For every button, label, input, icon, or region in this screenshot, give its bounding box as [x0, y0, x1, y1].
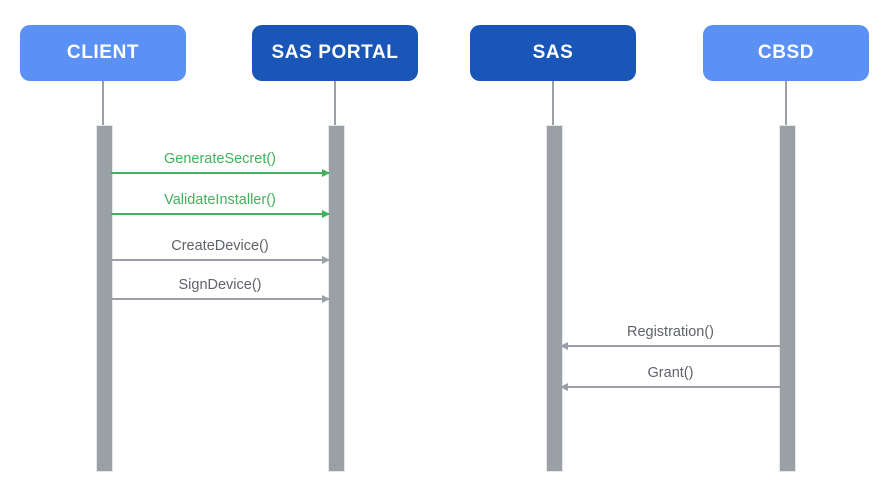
message-line-validate-installer [111, 213, 329, 215]
participant-label-cbsd: CBSD [757, 42, 815, 63]
message-label-create-device: CreateDevice() [171, 238, 269, 254]
message-line-grant [561, 386, 780, 388]
activation-bar-sas-portal [328, 125, 345, 472]
message-validate-installer[interactable]: ValidateInstaller() [111, 192, 330, 218]
message-grant[interactable]: Grant() [560, 365, 780, 391]
participant-label-sas-portal: SAS PORTAL [271, 42, 399, 63]
activation-bar-cbsd [779, 125, 796, 472]
arrow-head-right-icon [322, 209, 330, 218]
message-line-registration [561, 345, 780, 347]
lifeline-client [102, 81, 104, 125]
lifeline-sas [552, 81, 554, 125]
message-label-validate-installer: ValidateInstaller() [164, 192, 276, 208]
participant-label-client: CLIENT [66, 42, 140, 63]
message-registration[interactable]: Registration() [560, 324, 780, 350]
arrow-head-left-icon [560, 382, 568, 391]
message-line-create-device [111, 259, 329, 261]
message-line-generate-secret [111, 172, 329, 174]
message-label-generate-secret: GenerateSecret() [163, 151, 277, 167]
participant-box-client[interactable]: CLIENT [20, 25, 186, 81]
arrow-head-right-icon [322, 168, 330, 177]
message-label-grant: Grant() [647, 365, 694, 381]
message-sign-device[interactable]: SignDevice() [111, 277, 330, 303]
participant-box-cbsd[interactable]: CBSD [703, 25, 869, 81]
message-create-device[interactable]: CreateDevice() [111, 238, 330, 264]
lifeline-cbsd [785, 81, 787, 125]
participant-label-sas: SAS [532, 42, 574, 63]
message-line-sign-device [111, 298, 329, 300]
participant-box-sas[interactable]: SAS [470, 25, 636, 81]
lifeline-sas-portal [334, 81, 336, 125]
arrow-head-left-icon [560, 341, 568, 350]
arrow-head-right-icon [322, 294, 330, 303]
message-generate-secret[interactable]: GenerateSecret() [111, 151, 330, 177]
participant-box-sas-portal[interactable]: SAS PORTAL [252, 25, 418, 81]
message-label-registration: Registration() [626, 324, 715, 340]
activation-bar-sas [546, 125, 563, 472]
message-label-sign-device: SignDevice() [178, 277, 262, 293]
arrow-head-right-icon [322, 255, 330, 264]
